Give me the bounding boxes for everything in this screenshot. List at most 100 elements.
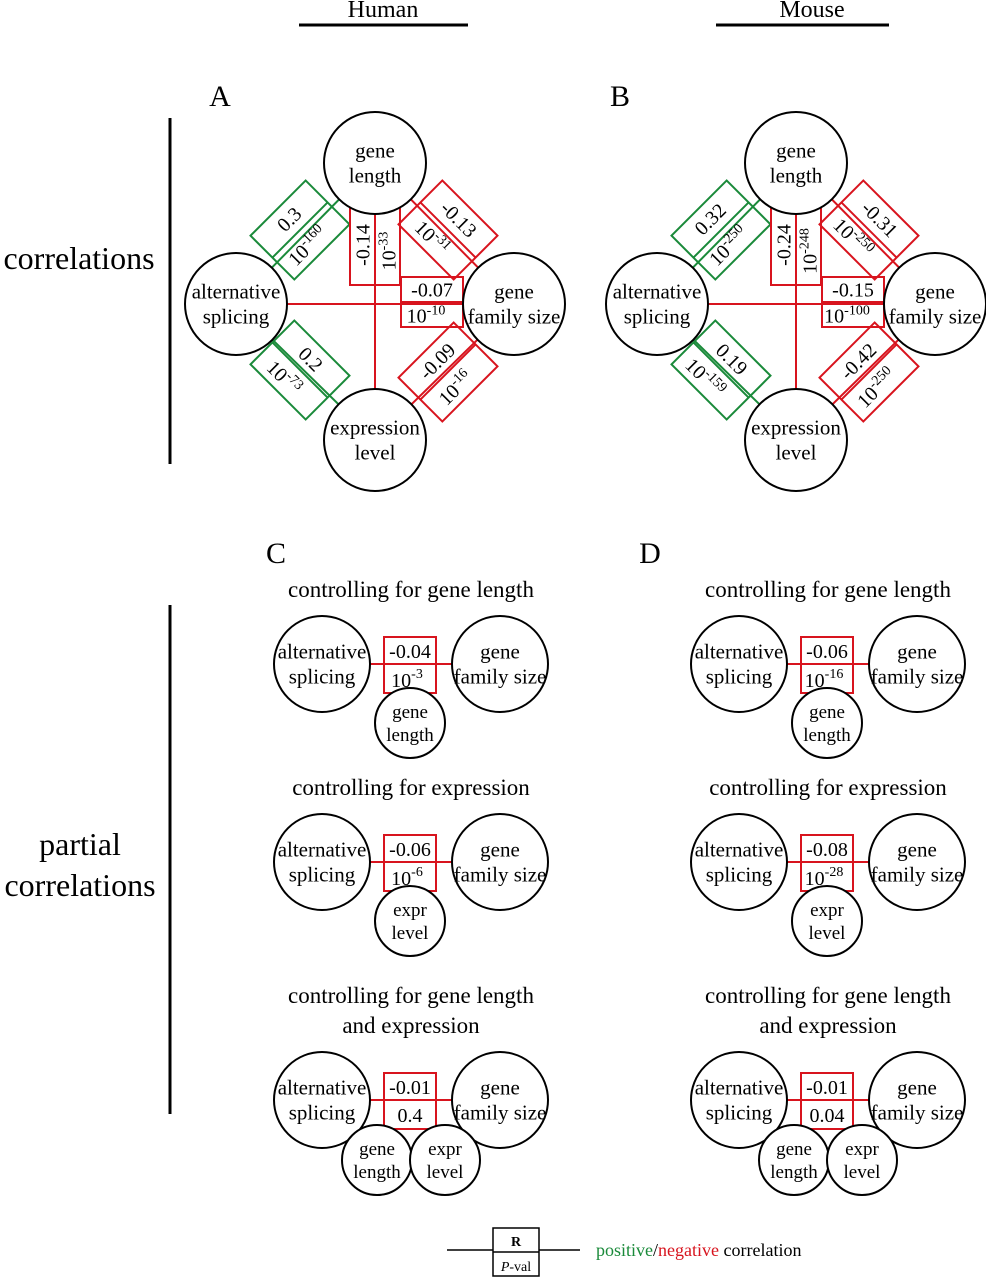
partial-gene-length-node-control-circle	[791, 687, 863, 759]
partial-both-node-control-gene-length-label: gene	[776, 1139, 812, 1160]
partial-both-node-alternative-splicing-circle	[273, 1051, 371, 1149]
node-gene-family-size-label: family size	[468, 304, 561, 328]
node-gene-family-size-circle	[462, 252, 566, 356]
partial-both-box	[800, 1072, 854, 1130]
partial-expression-p-value: 10-6	[391, 865, 423, 890]
header-mouse: Mouse	[779, 0, 844, 23]
partial-both-node-gene-family-size-circle	[451, 1051, 549, 1149]
partial-both-node-control-gene-length-circle	[341, 1124, 413, 1196]
partial-expression-node-gene-family-size-label: family size	[454, 862, 547, 886]
partial-gene-length: controlling for gene length-0.0610-16alt…	[690, 577, 966, 759]
node-expression-level-label: expression	[330, 415, 420, 439]
node-alternative-splicing-circle	[605, 252, 709, 356]
partial-both-node-gene-family-size-label: gene	[480, 1075, 520, 1099]
box-as-fs-r-value: -0.15	[832, 280, 874, 302]
partial-both-node-control-expr-level-label: level	[844, 1162, 881, 1183]
legend: R P-val positive/negative correlation	[447, 1227, 801, 1277]
node-gene-length-label: length	[349, 163, 402, 187]
partial-expression-title: controlling for expression	[292, 775, 530, 800]
partial-both-node-control-gene-length-label: gene	[359, 1139, 395, 1160]
partial-gene-length-node-gene-family-size-label: gene	[897, 639, 937, 663]
box-as-fs: -0.15 10-100	[821, 276, 885, 328]
panel-d-mouse-partial: controlling for gene length-0.0610-16alt…	[690, 577, 966, 1196]
partial-both-node-control-gene-length-circle	[758, 1124, 830, 1196]
partial-both-node-alternative-splicing-label: alternative	[695, 1075, 784, 1099]
partial-both-title: controlling for gene length	[288, 983, 534, 1008]
partial-both-p-value: 0.4	[398, 1105, 423, 1127]
partial-expression-node-alternative-splicing-label: splicing	[289, 862, 356, 886]
partial-expression-r-value: -0.06	[389, 839, 431, 861]
partial-gene-length-node-control-label: gene	[809, 702, 845, 723]
partial-gene-length-title: controlling for gene length	[705, 577, 951, 602]
partial-expression-p-base: 10	[805, 868, 825, 890]
box-gl-el-p-exponent: -33	[377, 232, 392, 251]
partial-both-node-alternative-splicing-label: alternative	[278, 1075, 367, 1099]
node-expression-level-label: expression	[751, 415, 841, 439]
legend-positive: positive	[596, 1240, 653, 1260]
partial-gene-length-node-alternative-splicing-circle	[273, 615, 371, 713]
box-gl-el-r-value: -0.24	[774, 224, 796, 266]
partial-gene-length-node-gene-family-size-label: family size	[454, 664, 547, 688]
partial-expression-node-alternative-splicing-label: splicing	[706, 862, 773, 886]
box-gl-fs-divider	[840, 201, 898, 259]
box-as-fs-p-base: 10	[824, 306, 844, 328]
partial-both-node-control-gene-length-label: length	[353, 1162, 401, 1183]
partial-both-node-gene-family-size-circle	[868, 1051, 966, 1149]
box-as-fs-p-value: 10-10	[407, 304, 446, 328]
node-alternative-splicing-label: alternative	[613, 279, 702, 303]
node-alternative-splicing-label: alternative	[192, 279, 281, 303]
partial-gene-length-node-alternative-splicing-circle	[690, 615, 788, 713]
box-gl-el-p-value: 10-248	[798, 228, 822, 274]
partial-both-node-alternative-splicing-circle	[690, 1051, 788, 1149]
node-gene-length-label: gene	[355, 138, 395, 162]
partial-gene-length-p-exponent: -3	[411, 667, 423, 682]
partial-both-node-control-expr-level-circle	[409, 1124, 481, 1196]
box-el-fs-divider	[840, 343, 898, 401]
node-gene-family-size-label: family size	[889, 304, 982, 328]
box-as-el-divider	[692, 341, 750, 399]
box-gl-el-p-exponent: -248	[798, 228, 813, 254]
box-gl-el-p-base: 10	[800, 254, 822, 274]
partial-gene-length-node-control-circle	[374, 687, 446, 759]
partial-gene-length: controlling for gene length-0.0410-3alte…	[273, 577, 549, 759]
box-as-gl-frame	[249, 179, 351, 281]
box-el-fs-divider	[419, 343, 477, 401]
node-expression-level-label: level	[776, 440, 817, 464]
partial-both-r-value: -0.01	[389, 1077, 431, 1099]
panel-label-a: A	[209, 80, 231, 113]
node-gene-length-label: gene	[776, 138, 816, 162]
partial-gene-length-r-value: -0.06	[806, 641, 848, 663]
box-el-fs-frame	[397, 321, 499, 423]
partial-gene-length-node-gene-family-size-circle	[451, 615, 549, 713]
partial-gene-length-p-base: 10	[805, 670, 825, 692]
box-as-fs-p-exponent: -100	[844, 304, 870, 319]
row-label-partial-1: partial	[39, 826, 121, 862]
box-as-fs-p-exponent: -10	[427, 304, 446, 319]
box-gl-el-r-value: -0.14	[353, 224, 375, 266]
partial-gene-length-node-control-label: length	[803, 725, 851, 746]
partial-gene-length-p-value: 10-3	[391, 667, 423, 692]
partial-both-title: controlling for gene length	[705, 983, 951, 1008]
partial-both-node-control-expr-level-label: expr	[845, 1139, 879, 1160]
legend-p-italic: P	[500, 1260, 510, 1275]
partial-expression: controlling for expression -0.06 10-6 alter…	[273, 775, 549, 957]
partial-both-node-control-expr-level-circle	[826, 1124, 898, 1196]
node-expression-level-circle	[323, 388, 427, 492]
